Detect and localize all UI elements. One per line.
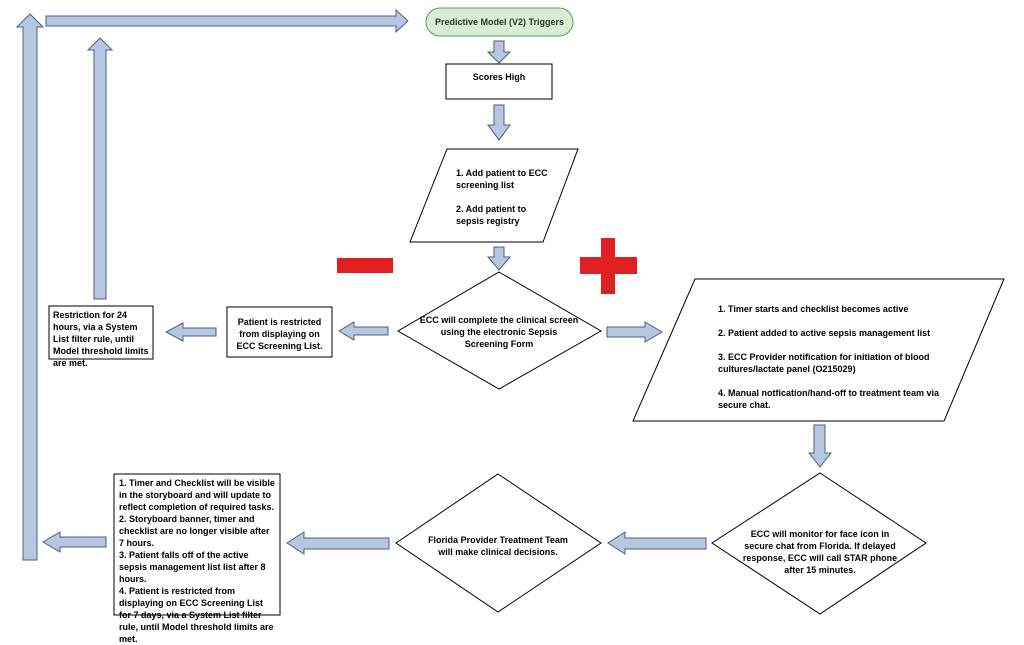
arrow-to-trigger: [45, 8, 409, 34]
scores-high-label: Scores High: [472, 72, 526, 82]
arrow-scores-to-add: [487, 104, 511, 141]
ecc-monitor-label: ECC will monitor for face icon in secure…: [742, 529, 898, 575]
clinical-screen-decision: [397, 271, 603, 390]
trigger-node: [425, 7, 574, 37]
arrow-screen-to-timer: [606, 321, 663, 343]
trigger-label: Predictive Model (V2) Triggers: [434, 17, 565, 27]
arrow-visibility-to-return: [42, 531, 107, 553]
florida-team-label: Florida Provider Treatment Team will mak…: [428, 535, 568, 557]
add-patient-node: [409, 148, 579, 243]
arrow-add-to-screen: [486, 246, 512, 271]
arrow-timer-to-monitor: [807, 424, 833, 468]
arrow-restricted-to-24h: [164, 322, 217, 342]
florida-team-decision: [395, 473, 602, 613]
arrow-trigger-to-scores: [486, 40, 512, 64]
arrow-florida-to-visibility: [286, 531, 390, 555]
minus-icon: [337, 258, 393, 273]
ecc-monitor-decision: [711, 472, 927, 615]
arrow-restriction-up: [86, 37, 114, 300]
restriction-24h-label: Restriction for 24 hours, via a System L…: [53, 310, 149, 368]
clinical-screen-label: ECC will complete the clinical screen us…: [419, 315, 579, 349]
arrow-screen-to-restricted: [338, 321, 389, 341]
restricted-display-label: Patient is restricted from displaying on…: [236, 317, 323, 351]
restricted-display-node: [226, 306, 333, 358]
connector-arrows: [15, 8, 833, 561]
restriction-24h-node: [48, 305, 154, 360]
arrow-left-return-up: [15, 13, 45, 561]
timer-visibility-label: 1. Timer and Checklist will be visible i…: [119, 478, 275, 644]
scores-high-node: [445, 63, 553, 100]
timer-actions-label: 1. Timer starts and checklist becomes ac…: [718, 304, 940, 410]
plus-icon: [580, 238, 637, 294]
arrow-monitor-to-florida: [607, 531, 707, 555]
timer-visibility-node: [113, 473, 281, 616]
add-patient-label: 1. Add patient to ECC screening list 2. …: [456, 168, 548, 226]
timer-actions-node: [632, 278, 1005, 422]
